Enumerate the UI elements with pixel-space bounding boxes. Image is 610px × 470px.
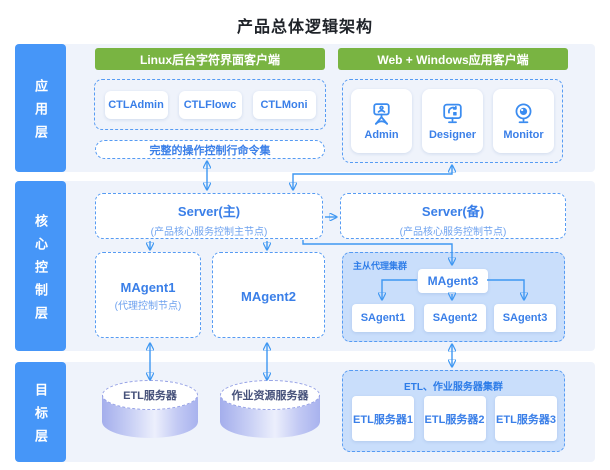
server-backup-subtitle: (产品核心服务控制节点) <box>399 227 507 238</box>
monitor-client-label: Monitor <box>503 128 544 141</box>
layer-label-application: 应用层 <box>15 44 66 172</box>
layer-label-target: 目标层 <box>15 362 66 462</box>
ctl-admin-node: CTLAdmin <box>104 90 168 119</box>
sagent1-node: SAgent1 <box>352 304 414 332</box>
linux-client-group: CTLAdmin CTLFlowc CTLMoni <box>94 79 326 130</box>
designer-client-node: Designer <box>422 89 483 153</box>
monitor-client-node: Monitor <box>493 89 554 153</box>
monitor-camera-icon <box>510 102 537 127</box>
agent-cluster-label: 主从代理集群 <box>353 261 408 271</box>
etl-server-cylinder-label: ETL服务器 <box>102 380 198 410</box>
layer-label-core-control: 核心控制层 <box>15 181 66 351</box>
sagent3-node: SAgent3 <box>494 304 556 332</box>
layer-band-target: 目标层 ETL服务器 作业资源服务器 ETL、作业服务器集群 ETL服务器1 E… <box>15 362 595 462</box>
etl-cluster-group: ETL、作业服务器集群 ETL服务器1 ETL服务器2 ETL服务器3 <box>342 370 565 452</box>
magent2-title: MAgent2 <box>241 288 296 304</box>
magent1-title: MAgent1 <box>120 280 176 295</box>
layer-band-application: 应用层 Linux后台字符界面客户端 Web + Windows应用客户端 CT… <box>15 44 595 172</box>
server-main-title: Server(主) <box>177 204 241 219</box>
magent2-node: MAgent2 <box>212 252 325 338</box>
ctl-moni-node: CTLMoni <box>252 90 316 119</box>
designer-client-label: Designer <box>428 128 477 141</box>
etl-server-cylinder: ETL服务器 <box>102 380 198 440</box>
etl-server1-node: ETL服务器1 <box>352 396 414 441</box>
etl-cluster-label: ETL、作业服务器集群 <box>404 382 503 393</box>
server-main-subtitle: (产品核心服务控制主节点) <box>150 227 268 238</box>
admin-console-icon <box>368 102 395 127</box>
layer-band-core-control: 核心控制层 Server(主) (产品核心服务控制主节点) Server(备) … <box>15 181 595 351</box>
agent-cluster-group: 主从代理集群 MAgent3 SAgent1 SAgent2 SAgent3 <box>342 252 565 342</box>
command-set-node: 完整的操作控制行命令集 <box>95 140 325 159</box>
magent1-node: MAgent1 (代理控制节点) <box>95 252 201 338</box>
ctl-flowc-node: CTLFlowc <box>178 90 242 119</box>
web-client-header: Web + Windows应用客户端 <box>338 48 568 70</box>
etl-server3-node: ETL服务器3 <box>495 396 557 441</box>
etl-server2-node: ETL服务器2 <box>423 396 486 441</box>
designer-screen-icon <box>439 102 466 127</box>
magent3-node: MAgent3 <box>418 269 488 293</box>
server-backup-title: Server(备) <box>421 204 485 219</box>
web-client-group: Admin Designer <box>342 79 563 163</box>
admin-client-node: Admin <box>351 89 412 153</box>
admin-client-label: Admin <box>364 128 399 141</box>
etl-cluster-row: ETL服务器1 ETL服务器2 ETL服务器3 <box>352 396 557 441</box>
job-resource-server-cylinder-label: 作业资源服务器 <box>220 380 320 410</box>
page-title: 产品总体逻辑架构 <box>236 19 373 36</box>
server-main-node: Server(主) (产品核心服务控制主节点) <box>95 193 323 239</box>
job-resource-server-cylinder: 作业资源服务器 <box>220 380 320 440</box>
magent1-subtitle: (代理控制节点) <box>114 301 182 312</box>
sagent2-node: SAgent2 <box>424 304 486 332</box>
linux-client-header: Linux后台字符界面客户端 <box>95 48 325 70</box>
server-backup-node: Server(备) (产品核心服务控制节点) <box>340 193 566 239</box>
